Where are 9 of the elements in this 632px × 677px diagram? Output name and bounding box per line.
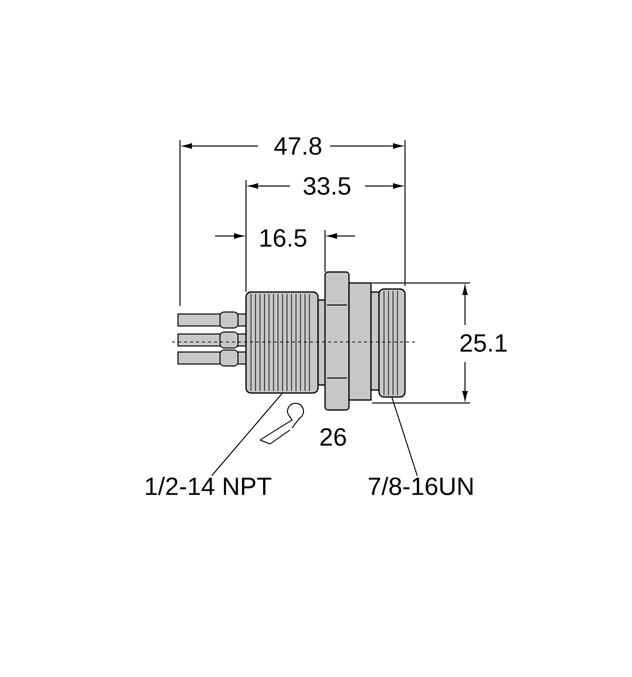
- dimension-label: 16.5: [260, 229, 306, 247]
- callout-label: 1/2-14 NPT: [146, 476, 272, 496]
- leader-line: [392, 397, 418, 476]
- dimension-label: 33.5: [304, 177, 350, 195]
- callout-label: 7/8-16UN: [368, 476, 472, 496]
- dimension-label: 25.1: [460, 334, 507, 352]
- dimension-label: 47.8: [274, 137, 322, 155]
- wrench-size-label: 26: [320, 428, 346, 446]
- leader-line: [211, 393, 282, 476]
